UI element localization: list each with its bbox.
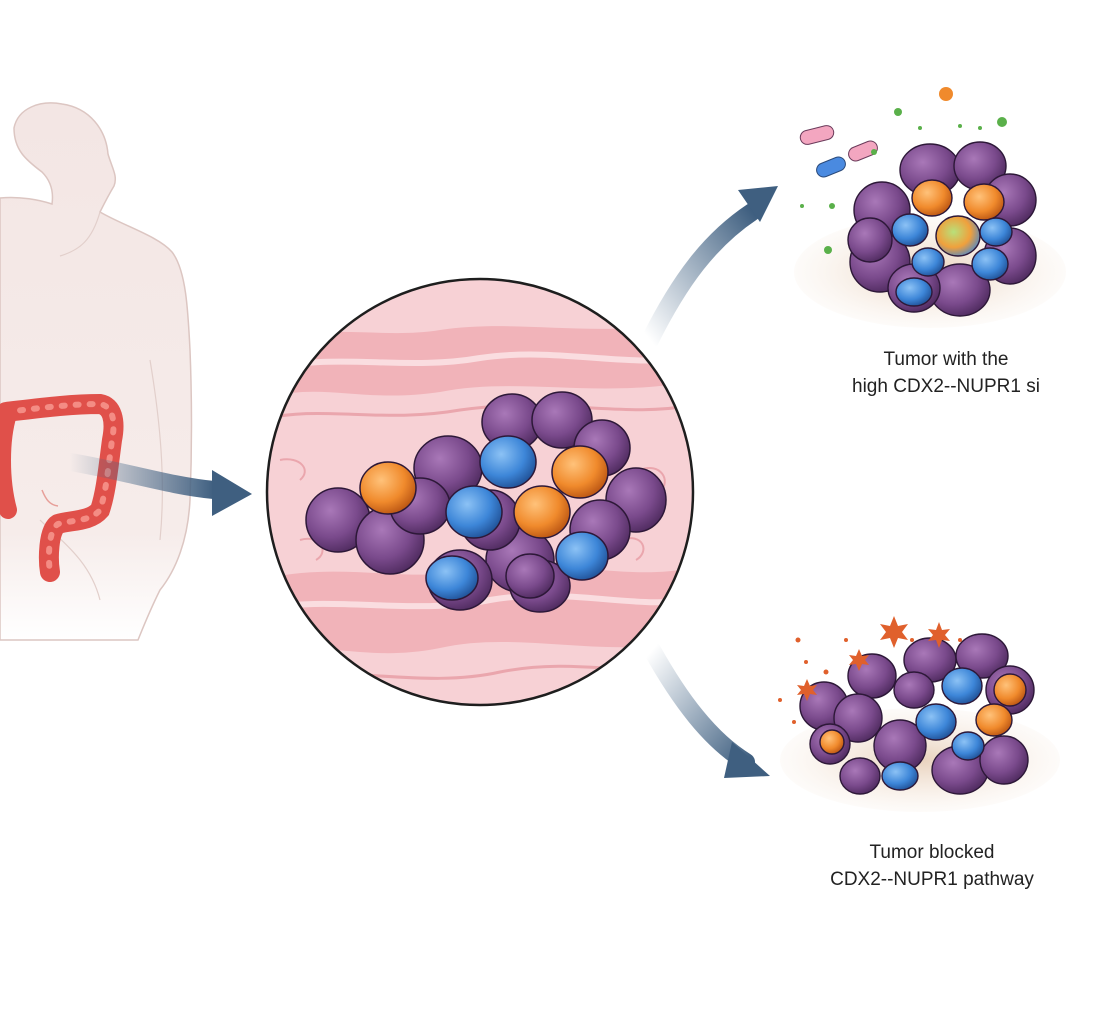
tumor-top-high-signal [794, 87, 1066, 328]
human-body-silhouette [0, 102, 193, 641]
tumor-bottom-blocked [778, 616, 1060, 812]
tissue-magnification-circle [265, 277, 695, 707]
caption-bottom-line1: Tumor blocked [869, 842, 995, 863]
caption-bottom-line2: CDX2--NUPR1 pathway [830, 869, 1034, 890]
caption-top-tumor: Tumor with the high CDX2--NUPR1 si [796, 346, 1096, 400]
caption-top-line1: Tumor with the [883, 349, 1009, 370]
drug-particles [800, 87, 1007, 254]
arrow-to-bottom-tumor [643, 641, 770, 778]
arrow-body-to-tissue [61, 453, 252, 516]
diagram-canvas [0, 87, 1066, 812]
caption-top-line2: high CDX2--NUPR1 si [852, 376, 1040, 397]
capsule-icon [799, 125, 878, 178]
debris-particle-icon [778, 616, 962, 724]
caption-bottom-tumor: Tumor blocked CDX2--NUPR1 pathway [782, 839, 1082, 893]
arrow-to-top-tumor [641, 186, 778, 349]
tumor-cluster-center [305, 391, 667, 613]
